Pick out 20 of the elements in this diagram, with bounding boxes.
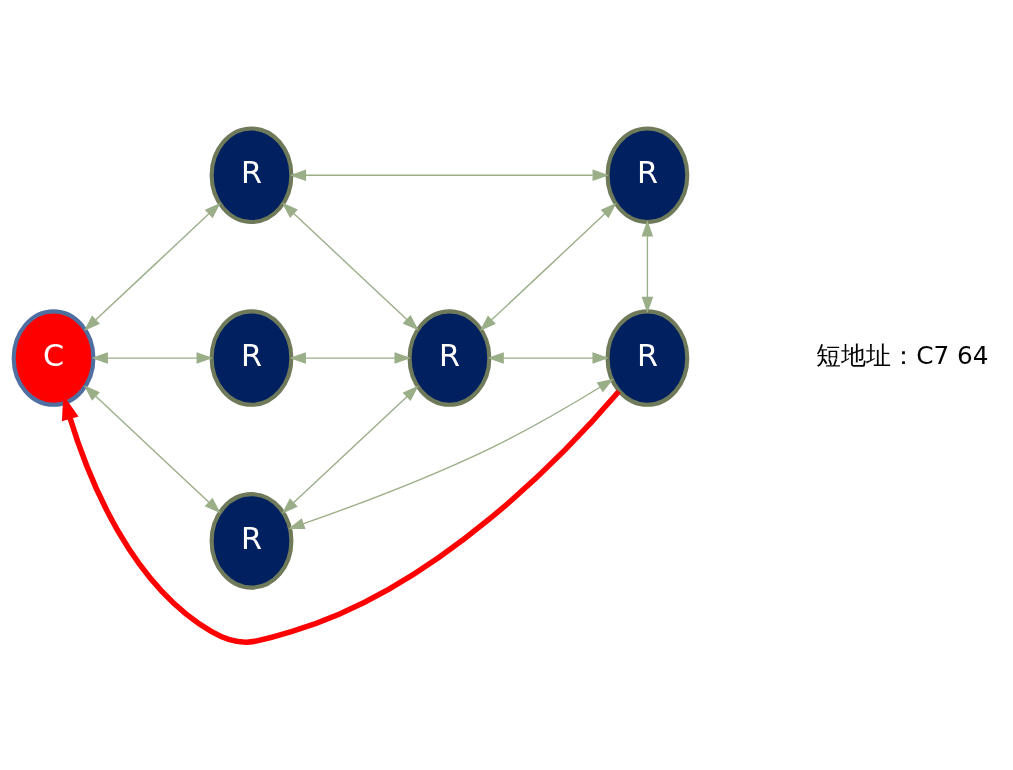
- arrow: [289, 168, 610, 181]
- arrow: [281, 385, 419, 514]
- node-ellipse: R: [605, 125, 690, 224]
- arrow: [91, 351, 214, 364]
- arrow: [479, 202, 617, 331]
- arrow: [281, 201, 419, 330]
- node-ellipse: R: [605, 308, 690, 407]
- node-ellipse: R: [209, 125, 294, 224]
- arrow: [288, 378, 614, 529]
- arrow: [61, 389, 621, 645]
- node-ellipse: C: [11, 308, 96, 407]
- arrow: [487, 351, 609, 364]
- arrow: [83, 202, 221, 331]
- arrow: [83, 384, 221, 513]
- label: 短地址：C7 64: [816, 340, 989, 370]
- node-ellipse: R: [209, 308, 294, 407]
- arrow: [289, 351, 411, 364]
- node-ellipse: R: [209, 491, 294, 590]
- arrow: [641, 219, 654, 313]
- node-ellipse: R: [407, 308, 492, 407]
